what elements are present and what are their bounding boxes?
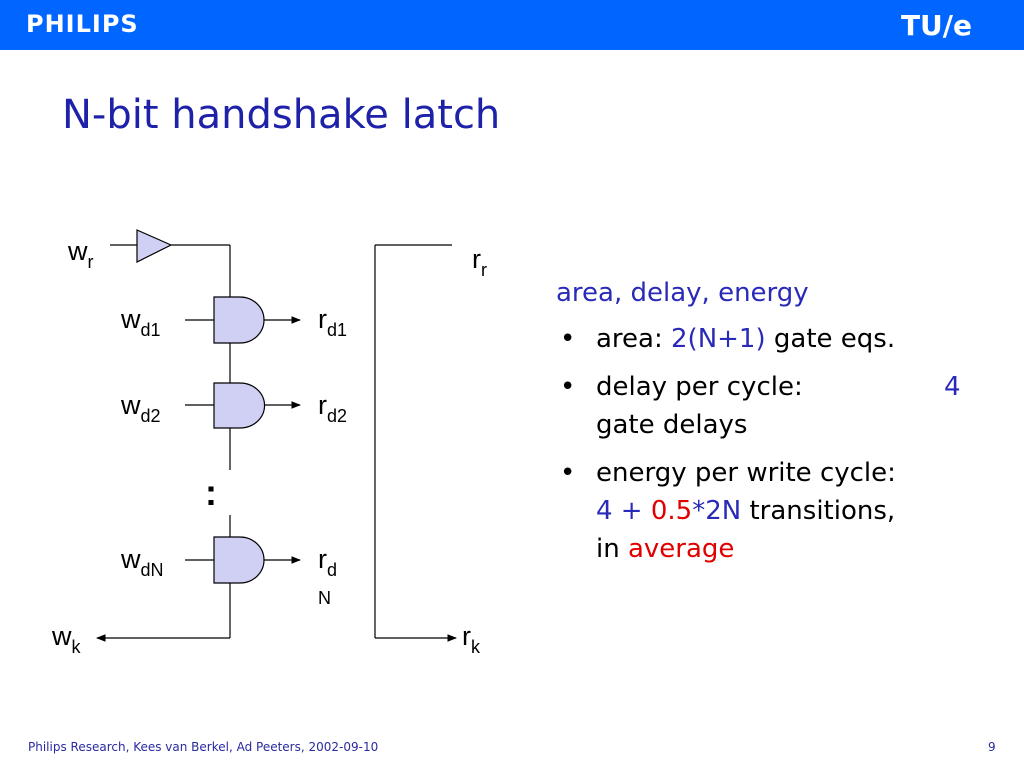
label-rd1: rd1 — [318, 304, 347, 340]
bullet-energy: • energy per write cycle: 4 + 0.5*2N tra… — [556, 454, 976, 568]
delay-suffix: gate delays — [596, 410, 748, 440]
energy-v5: transitions, — [741, 496, 896, 526]
page-number: 9 — [988, 740, 996, 754]
area-label: area: — [596, 324, 672, 354]
bullet-dot: • — [560, 458, 576, 488]
label-rdN-sub2: N — [318, 588, 331, 608]
label-wd2: wd2 — [120, 390, 161, 426]
tue-logo: TU/e — [900, 9, 972, 42]
label-rk: rk — [462, 621, 481, 657]
label-rdN: rd — [318, 544, 337, 580]
bullet-dot: • — [560, 372, 576, 402]
label-wk: wk — [51, 621, 82, 657]
delay-label: delay per cycle: — [596, 372, 803, 402]
ellipsis-dots: : — [205, 472, 217, 513]
label-rd2: rd2 — [318, 390, 347, 426]
and-gate-1 — [213, 296, 265, 344]
delay-value: 4 — [944, 372, 961, 402]
label-wd1: wd1 — [120, 304, 161, 340]
buffer-gate — [136, 229, 173, 263]
area-suffix: gate eqs. — [765, 324, 896, 354]
bullet-delay: • delay per cycle: 4 gate delays — [556, 368, 976, 444]
energy-v2: 0.5 — [650, 496, 693, 526]
energy-label: energy per write cycle: — [596, 458, 896, 488]
header-bar: PHILIPS TU/e — [0, 0, 1024, 50]
energy-v6: in — [596, 534, 628, 564]
and-gate-2 — [213, 382, 266, 429]
footer-credit: Philips Research, Kees van Berkel, Ad Pe… — [28, 740, 379, 754]
notes-heading: area, delay, energy — [556, 278, 809, 308]
label-rr: rr — [472, 244, 487, 280]
slide-title: N-bit handshake latch — [62, 92, 501, 138]
label-wdN: wdN — [120, 544, 164, 580]
notes-panel: area, delay, energy • area: 2(N+1) gate … — [556, 274, 976, 568]
energy-v1: 4 + — [596, 496, 651, 526]
energy-v7: average — [627, 534, 735, 564]
energy-v4: 2N — [705, 496, 742, 526]
label-wr: wr — [67, 236, 94, 272]
area-value: 2(N+1) — [671, 324, 766, 354]
philips-logo: PHILIPS — [26, 10, 139, 38]
and-gate-n — [213, 536, 265, 584]
bullet-dot: • — [560, 324, 576, 354]
energy-v3: * — [692, 496, 706, 526]
bullet-area: • area: 2(N+1) gate eqs. — [556, 320, 976, 358]
